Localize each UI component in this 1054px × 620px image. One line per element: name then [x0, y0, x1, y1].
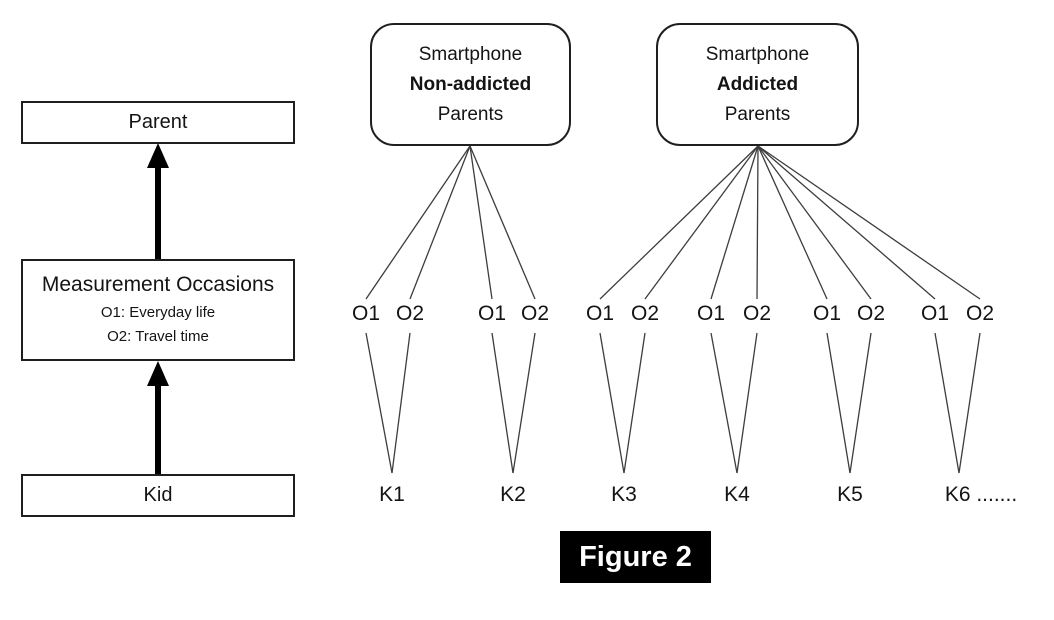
kid-label-k6: K6 ....... — [944, 483, 1018, 506]
kid-label-k2: K2 — [500, 483, 526, 506]
occasion-label-pair5-o1: O1 — [812, 302, 842, 325]
kid-label-k5: K5 — [837, 483, 863, 506]
parent-box-label: Parent — [128, 111, 188, 133]
arrow-measurement-to-parent — [147, 143, 169, 259]
smartphone-addicted-parents-box: Smartphone Addicted Parents — [656, 23, 859, 146]
occasion-label-pair1-o2: O2 — [395, 302, 425, 325]
group-nonaddicted-emphasis: Non-addicted — [409, 73, 532, 95]
occasion-label-pair3-o1: O1 — [585, 302, 615, 325]
occasion-label-pair6-o1: O1 — [920, 302, 950, 325]
occasion-label-pair4-o1: O1 — [696, 302, 726, 325]
parent-box: Parent — [21, 101, 295, 144]
measurement-occasions-box: Measurement Occasions O1: Everyday life … — [21, 259, 295, 361]
group-addicted-emphasis: Addicted — [716, 73, 799, 95]
occasion-label-pair4-o2: O2 — [742, 302, 772, 325]
figure-caption-text: Figure 2 — [579, 540, 692, 573]
fan-lines-addicted — [599, 145, 981, 300]
occasion-label-pair3-o2: O2 — [630, 302, 660, 325]
kid-label-k3: K3 — [611, 483, 637, 506]
measurement-occasions-title: Measurement Occasions — [41, 273, 275, 296]
measurement-occasion-2-desc: O2: Travel time — [107, 328, 209, 345]
group-addicted-line1: Smartphone — [705, 43, 810, 65]
occasion-label-pair1-o1: O1 — [351, 302, 381, 325]
fan-lines-nonaddicted — [365, 145, 536, 300]
arrow-kid-to-measurement — [147, 361, 169, 474]
kid-label-k4: K4 — [724, 483, 750, 506]
group-addicted-line3: Parents — [724, 103, 791, 125]
smartphone-nonaddicted-parents-box: Smartphone Non-addicted Parents — [370, 23, 571, 146]
figure-caption: Figure 2 — [560, 531, 711, 583]
occasion-to-kid-lines — [365, 332, 981, 474]
kid-label-k1: K1 — [379, 483, 405, 506]
occasion-label-pair5-o2: O2 — [856, 302, 886, 325]
occasion-label-pair2-o2: O2 — [520, 302, 550, 325]
kid-box-label: Kid — [143, 484, 173, 506]
occasion-label-pair6-o2: O2 — [965, 302, 995, 325]
kid-box: Kid — [21, 474, 295, 517]
measurement-occasion-1-desc: O1: Everyday life — [100, 304, 216, 321]
occasion-label-pair2-o1: O1 — [477, 302, 507, 325]
group-nonaddicted-line1: Smartphone — [418, 43, 523, 65]
group-nonaddicted-line3: Parents — [437, 103, 504, 125]
